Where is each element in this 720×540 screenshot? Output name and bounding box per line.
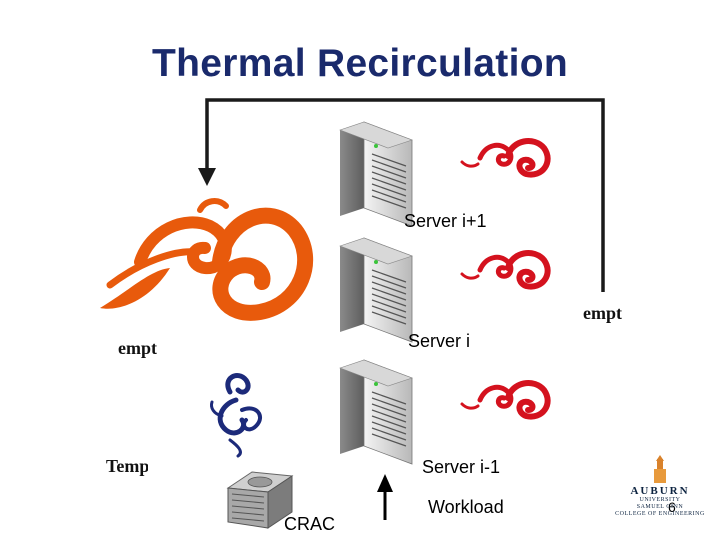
auburn-logo: AUBURN UNIVERSITY SAMUEL GINN COLLEGE OF… — [610, 455, 710, 535]
crac-label: CRAC — [284, 514, 336, 534]
temp-label-right-middle: empt — [583, 303, 622, 323]
server-bottom-icon — [339, 359, 413, 465]
warm-air-swirl-bottom-icon — [462, 383, 548, 417]
logo-name: AUBURN — [630, 485, 690, 497]
temp-label-left-middle: empt — [118, 338, 157, 358]
warm-air-swirl-top-icon — [462, 141, 548, 175]
logo-line2: SAMUEL GINN — [636, 504, 684, 510]
cold-air-swirl-icon — [210, 373, 262, 458]
workload-arrow — [377, 474, 393, 520]
temp-label-left-bottom: Temp — [106, 456, 148, 476]
page-number: 6 — [668, 499, 676, 515]
slide-title: Thermal Recirculation — [152, 42, 568, 85]
workload-label: Workload — [428, 497, 504, 517]
server-middle-label: Server i — [408, 331, 471, 351]
warm-air-swirl-middle-icon — [462, 253, 548, 287]
server-middle-icon — [339, 237, 413, 343]
recirculation-path — [198, 98, 605, 292]
server-top-label: Server i+1 — [404, 211, 487, 231]
hot-air-swirl-icon — [100, 198, 314, 321]
logo-line3: COLLEGE OF ENGINEERING — [615, 511, 705, 517]
server-top-icon — [339, 121, 413, 227]
server-bottom-label: Server i-1 — [422, 457, 501, 477]
crac-unit-icon — [226, 471, 294, 529]
logo-line1: UNIVERSITY — [639, 497, 681, 503]
tower-icon — [654, 455, 666, 483]
